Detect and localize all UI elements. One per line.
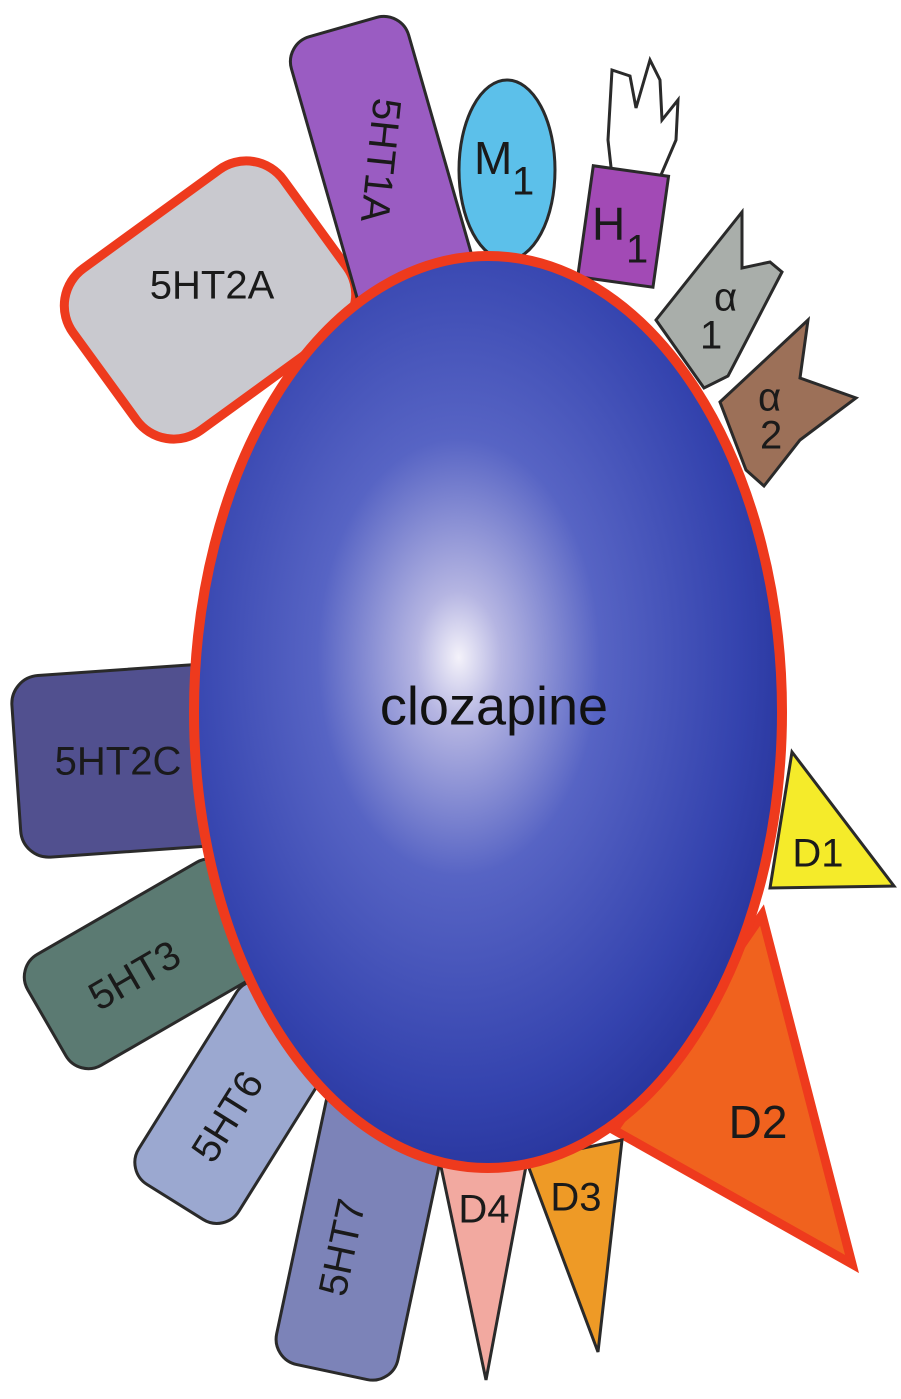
receptor-5ht2a-label: 5HT2A	[150, 264, 275, 308]
receptor-d4: D4	[440, 1162, 526, 1380]
receptor-d3: D3	[526, 1140, 622, 1352]
receptor-d1: D1	[770, 752, 894, 888]
receptor-h1-subscript: 1	[626, 228, 648, 272]
receptor-m1: M 1	[459, 80, 555, 260]
receptor-d2-label: D2	[729, 1096, 788, 1148]
clozapine-label: clozapine	[380, 676, 608, 736]
receptor-d1-label: D1	[792, 832, 843, 876]
receptor-5ht2c-label: 5HT2C	[55, 740, 182, 784]
receptor-d3-label: D3	[550, 1176, 601, 1220]
receptor-d4-label: D4	[458, 1188, 509, 1232]
receptor-h1-label: H	[592, 198, 625, 250]
receptor-m1-subscript: 1	[512, 160, 534, 204]
receptor-m1-label: M	[474, 132, 512, 184]
receptor-alpha1-subscript: 1	[700, 314, 722, 358]
receptor-d3-body	[526, 1140, 622, 1352]
hand-icon	[608, 60, 678, 182]
receptor-alpha2-subscript: 2	[760, 414, 782, 458]
clozapine-sphere: clozapine	[194, 256, 782, 1168]
receptor-h1: H 1	[578, 60, 678, 287]
